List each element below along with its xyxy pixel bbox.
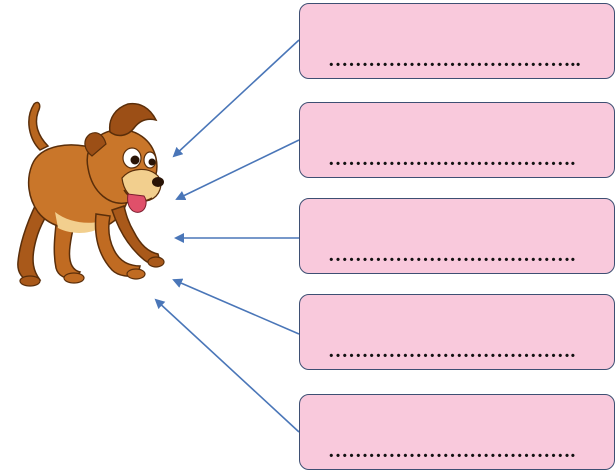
answer-box[interactable]: ………………………………. (299, 394, 615, 470)
arrows (154, 39, 300, 433)
answer-box[interactable]: ………………………………. (299, 102, 615, 178)
answer-box[interactable]: ………………………………. (299, 294, 615, 370)
answer-blank: ………………………………. (328, 148, 576, 170)
arrow-2 (175, 139, 300, 201)
answer-blank: ………………………………. (328, 244, 576, 266)
answer-box[interactable]: ……………………………….. (299, 3, 615, 79)
arrow-5 (154, 298, 300, 433)
arrow-4 (172, 278, 300, 335)
answer-box[interactable]: ………………………………. (299, 198, 615, 274)
answer-blank: ………………………………. (328, 440, 576, 462)
arrow-1 (172, 39, 300, 158)
dog-icon (17, 101, 165, 287)
answer-blank: ………………………………. (328, 340, 576, 362)
answer-blank: ……………………………….. (328, 49, 581, 71)
